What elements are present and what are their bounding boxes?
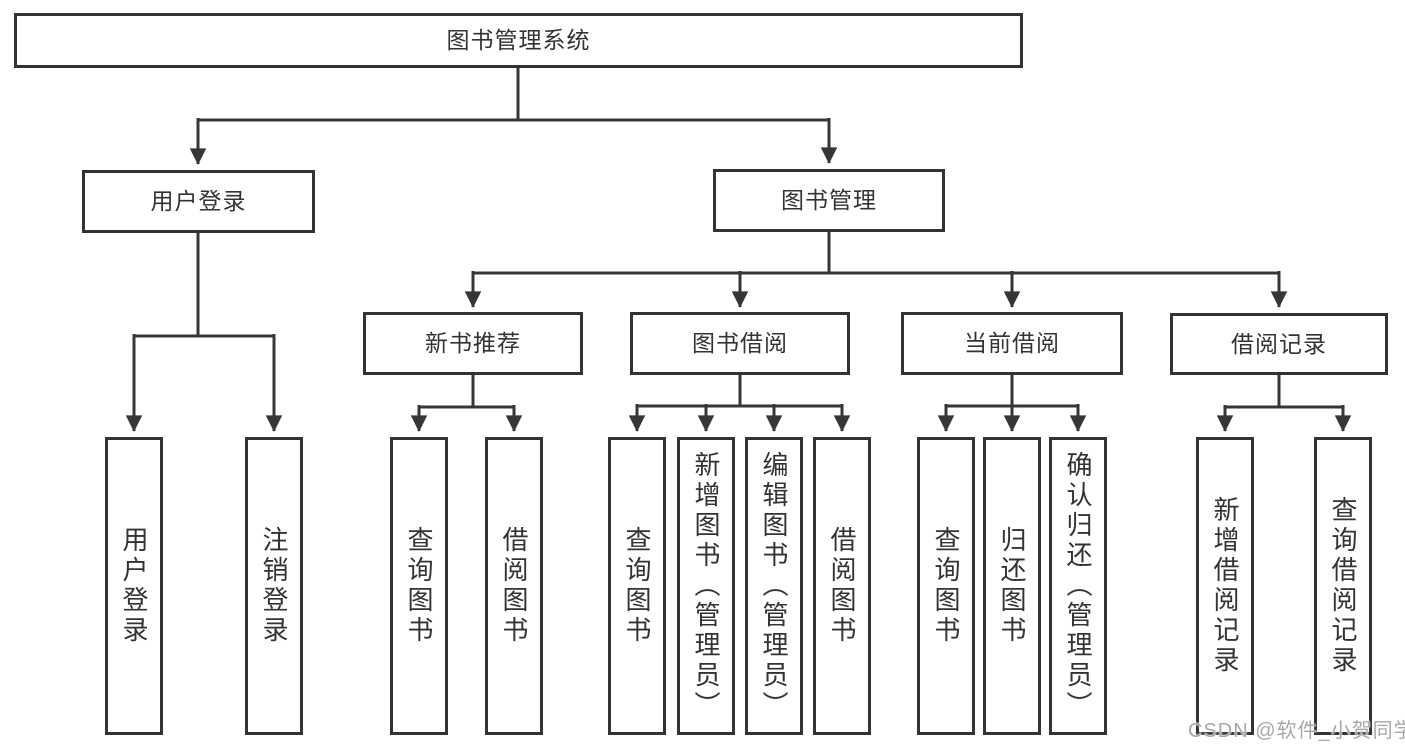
leaf-logout-login: 注销登录 — [245, 437, 303, 735]
leaf-borrow-books-recommend: 借阅图书 — [485, 437, 543, 735]
node-root: 图书管理系统 — [14, 13, 1023, 68]
node-new-book-recommend: 新书推荐 — [363, 312, 583, 375]
leaf-return-books: 归还图书 — [983, 437, 1041, 735]
leaf-confirm-return-admin: 确认归还（管理员） — [1049, 437, 1107, 735]
leaf-edit-book-admin: 编辑图书（管理员） — [745, 437, 803, 735]
node-borrow-records: 借阅记录 — [1170, 313, 1388, 375]
leaf-query-borrow-record: 查询借阅记录 — [1314, 437, 1372, 735]
leaf-query-books-current: 查询图书 — [917, 437, 975, 735]
watermark-text: CSDN @软件_小贺同学 — [1188, 720, 1405, 742]
node-user-login: 用户登录 — [82, 170, 315, 233]
node-book-management: 图书管理 — [713, 169, 945, 232]
leaf-add-borrow-record: 新增借阅记录 — [1196, 437, 1254, 735]
node-current-borrowing: 当前借阅 — [901, 312, 1123, 375]
leaf-user-login: 用户登录 — [105, 437, 163, 735]
leaf-add-book-admin: 新增图书（管理员） — [677, 437, 735, 735]
leaf-borrow-books-borrowing: 借阅图书 — [813, 437, 871, 735]
leaf-query-books-borrowing: 查询图书 — [608, 437, 666, 735]
node-book-borrowing: 图书借阅 — [630, 312, 850, 375]
leaf-query-books-recommend: 查询图书 — [390, 437, 448, 735]
